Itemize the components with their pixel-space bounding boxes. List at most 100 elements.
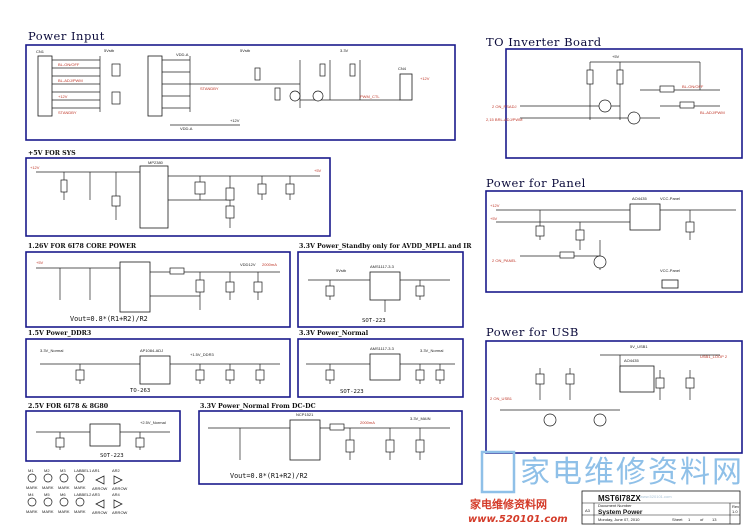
usb-circuit: AO4435 5V_USB1 USB1_LOOP 2 2 ON_USB1: [490, 344, 728, 427]
title-block-sheet-no: 1: [688, 517, 691, 522]
power-input-frame: [25, 44, 456, 141]
watermark-url: www.520101.com: [468, 514, 568, 525]
v12-net-c: +12V: [420, 76, 430, 81]
title-block-url-faint: www.520101.com: [640, 494, 672, 499]
mark-m3: M3: [60, 468, 66, 473]
power-input-title: Power Input: [28, 29, 105, 43]
dcdc-frame: [198, 410, 463, 485]
package-sot223-c: SOT-223: [100, 453, 124, 459]
arrow-ar4: AR4: [112, 492, 121, 497]
ddr-circuit: 3.3V_Normal AP1084-ADJ +1.5V_DDR3 TO-263: [40, 348, 280, 394]
mark-m5: M4: [28, 492, 34, 497]
ams1117-label-b: AMS1117-3.3: [370, 346, 395, 351]
power-input-circuit: CN1 BL-ON/OFF BL-ADJ/PWM +12V STANDBY 5V…: [36, 48, 430, 131]
arrow-word-3: ARROW: [92, 510, 108, 515]
mark-word-5: MARK: [26, 509, 38, 514]
connector-cn1-label: CN1: [36, 49, 45, 54]
core-formula: Vout=0.8*(R1+R2)/R2: [70, 315, 148, 323]
dcdc-formula: Vout=0.8*(R1+R2)/R2: [230, 472, 308, 480]
dcdc-current: 2000mA: [360, 420, 375, 425]
title-block-doc-label: Document Number: [598, 503, 632, 508]
arrow-ar3: AR3: [92, 492, 101, 497]
panel-v5-net: +5V: [490, 216, 498, 221]
inverter-circuit: +5V 2 ON_PSADJ 2,15 BRL-ADJ/PWM BL-ON/OF…: [486, 54, 725, 125]
ddr-v15-net: +1.5V_DDR3: [190, 352, 214, 357]
vcc-panel-net-b: VCC-Panel: [660, 268, 680, 273]
mark-m8: LABBEL2: [74, 492, 92, 497]
standby33-frame: [297, 251, 464, 328]
package-to263: TO-263: [130, 388, 150, 394]
mark-word-1: MARK: [26, 485, 38, 490]
connector-cn4-label: CN4: [398, 66, 407, 71]
ams1117-label-a: AMS1117-3.3: [370, 264, 395, 269]
package-sot223-b: SOT-223: [340, 389, 364, 395]
on-usb1-net: 2 ON_USB1: [490, 396, 513, 401]
core-frame: [25, 251, 291, 328]
title-block-doc-title: System Power: [598, 509, 643, 516]
bl-onoff-net-in: BL-ON/OFF: [58, 62, 80, 67]
sys5v-frame: [25, 157, 331, 237]
title-block-sheet-total: 13: [712, 517, 717, 522]
bl-onoff-net-out: BL-ON/OFF: [682, 84, 704, 89]
v25-frame: [25, 410, 181, 462]
mark-m1: M1: [28, 468, 34, 473]
mp2380-label: MP2380: [148, 160, 164, 165]
arrow-word-1: ARROW: [92, 486, 108, 491]
sys5v-title: +5V FOR SYS: [28, 150, 76, 157]
dcdc-ic-label: NCP1521: [296, 412, 314, 417]
standby-net-in: STANDBY: [58, 110, 77, 115]
normal33-frame: [297, 338, 464, 398]
inverter-frame: [505, 48, 743, 159]
core-current: 2000mA: [262, 262, 277, 267]
vdda-net: VDD-A: [176, 52, 189, 57]
v12-net-b: +12V: [230, 118, 240, 123]
v25-circuit: +2.5V_Normal SOT-223: [36, 420, 170, 459]
package-sot223-a: SOT-223: [362, 318, 386, 324]
ao4435-label-a: AO4435: [632, 196, 647, 201]
ap1084-label: AP1084-ADJ: [140, 348, 163, 353]
panel-title: Power for Panel: [486, 176, 586, 190]
standby33-circuit: AMS1117-3.3 5Vstb SOT-223: [308, 264, 450, 324]
title-block: MST6I78ZX Document Number System Power A…: [581, 490, 741, 525]
watermark-small-cn: 家电维修资料网: [470, 497, 547, 511]
mark-word-6: MARK: [42, 509, 54, 514]
on-psadj-net: 2 ON_PSADJ: [492, 104, 516, 109]
mark-word-7: MARK: [58, 509, 70, 514]
ddr-frame: [25, 338, 291, 398]
usb-loop-net: USB1_LOOP 2: [700, 354, 728, 359]
sys5v-v12-net: +12V: [30, 165, 40, 170]
title-block-sheet-label: Sheet: [672, 517, 683, 522]
watermark-big-text: 家电维修资料网: [520, 455, 744, 490]
pwm-ctl-net: PWM_CTL: [360, 94, 380, 99]
mark-m2: M2: [44, 468, 50, 473]
dcdc-out-net: 3.3V_MAIN: [410, 416, 431, 421]
core-vdd12-net: VDD12V: [240, 262, 256, 267]
mark-m4: LABBEL1: [74, 468, 92, 473]
panel-circuit: AO4435 VCC-Panel +12V +5V 2 ON_PANEL VCC…: [490, 196, 736, 289]
mark-m6: M5: [44, 492, 50, 497]
usb-frame: [485, 340, 743, 454]
bl-adj-net-in: BL-ADJ/PWM: [58, 78, 83, 83]
standby33-title: 3.3V Power_Standby only for AVDD_MPLL an…: [299, 243, 472, 250]
marks-area: M1 M2 M3 LABBEL1 M4 M5 M6 LABBEL2 MARK M…: [26, 468, 128, 515]
mark-word-4: MARK: [74, 485, 86, 490]
mark-word-8: MARK: [74, 509, 86, 514]
core-title: 1.26V FOR 6I78 CORE POWER: [28, 243, 137, 250]
v25-out-net: +2.5V_Normal: [140, 420, 166, 425]
usb-title: Power for USB: [486, 325, 579, 339]
core-v5-net: +5V: [36, 260, 44, 265]
v12-net-in: +12V: [58, 94, 68, 99]
standby-net: STANDBY: [200, 86, 219, 91]
arrow-ar2: AR2: [112, 468, 121, 473]
v25-title: 2.5V FOR 6I78 & 8G80: [28, 403, 109, 410]
normal33-title: 3.3V Power_Normal: [299, 330, 369, 337]
vsb-net-b: 5Vstb: [240, 48, 251, 53]
dcdc-title: 3.3V Power_Normal From DC-DC: [200, 403, 316, 410]
v33-net-a: 3.3V: [340, 48, 349, 53]
standby33-vsb-net: 5Vstb: [336, 268, 347, 273]
usb-vbus-net: 5V_USB1: [630, 344, 648, 349]
panel-frame: [485, 190, 743, 293]
mark-word-3: MARK: [58, 485, 70, 490]
ddr-title: 1.5V Power_DDR3: [28, 330, 91, 337]
